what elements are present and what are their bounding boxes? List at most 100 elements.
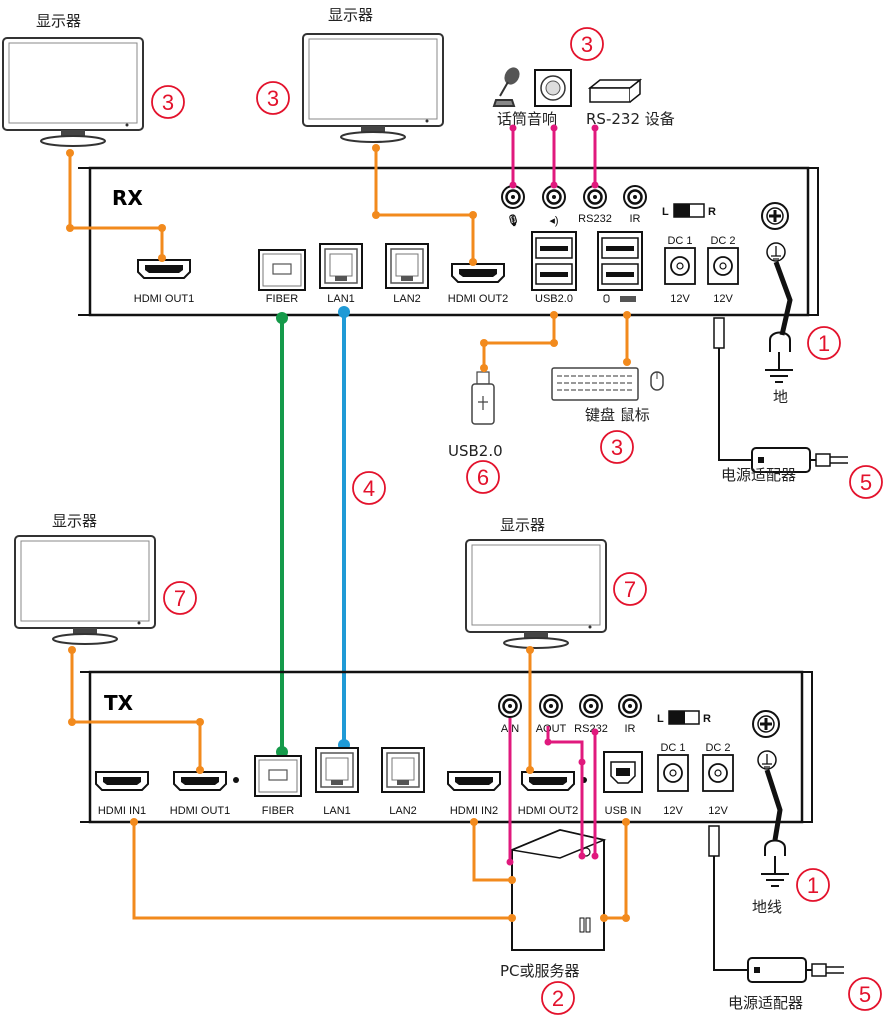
marker-rx-monitor-1: 3 xyxy=(151,85,185,119)
tx-monitor-1 xyxy=(14,535,156,645)
rx-lan1-label: LAN1 xyxy=(327,293,355,305)
rx-usb-label: USB2.0 xyxy=(535,293,573,305)
rx-dc2-volt: 12V xyxy=(713,293,733,305)
rx-lan1-port[interactable] xyxy=(319,243,363,289)
tx-lan2-port[interactable] xyxy=(381,747,425,793)
rx-fiber-label: FIBER xyxy=(266,293,298,305)
rx-usb-port[interactable] xyxy=(531,231,577,291)
tx-dc2-port[interactable] xyxy=(702,754,734,792)
marker-usb: 6 xyxy=(466,460,500,494)
tx-hdmi-in1-port[interactable] xyxy=(95,771,149,791)
marker-rx-keyboard: 3 xyxy=(600,430,634,464)
tx-chassis xyxy=(88,670,804,824)
rx-speaker-jack[interactable] xyxy=(541,184,567,210)
tx-hdmi-out2-port[interactable] xyxy=(521,771,575,791)
tx-dc1-label: DC 1 xyxy=(660,742,685,754)
usb-drive-label: USB2.0 xyxy=(448,442,503,460)
tx-rs232-label: RS232 xyxy=(574,723,608,735)
tx-usb-in-port[interactable] xyxy=(603,751,643,793)
tx-monitor-1-label: 显示器 xyxy=(52,512,97,530)
tx-ground-terminal-icon xyxy=(757,750,777,770)
rx-lan2-port[interactable] xyxy=(385,243,429,289)
marker-rx-monitor-2: 3 xyxy=(256,81,290,115)
marker-rx-adapter: 5 xyxy=(849,465,883,499)
tx-rs232-jack[interactable] xyxy=(578,693,604,719)
rx-monitor-2-label: 显示器 xyxy=(328,6,373,24)
svg-text:2: 2 xyxy=(552,986,564,1011)
rx-dc1-volt: 12V xyxy=(670,293,690,305)
rx-ir-jack[interactable] xyxy=(622,184,648,210)
rx-switch-r-label: R xyxy=(708,206,716,218)
tx-dc1-port[interactable] xyxy=(657,754,689,792)
rx-fiber-port[interactable] xyxy=(258,249,306,291)
tx-adapter-label: 电源适配器 xyxy=(728,994,803,1012)
rx-adapter-label: 电源适配器 xyxy=(721,466,796,484)
tx-ground-screw-icon xyxy=(751,709,781,739)
tx-lan2-label: LAN2 xyxy=(389,805,417,817)
tx-lan1-label: LAN1 xyxy=(323,805,351,817)
tx-ir-jack[interactable] xyxy=(617,693,643,719)
rx-dc1-label: DC 1 xyxy=(667,235,692,247)
svg-text:7: 7 xyxy=(624,577,636,602)
marker-pc: 2 xyxy=(541,981,575,1015)
tx-switch-r-label: R xyxy=(703,713,711,725)
marker-tx-monitor-2: 7 xyxy=(613,572,647,606)
marker-rx-ground: 1 xyxy=(807,326,841,360)
tx-dc1-volt: 12V xyxy=(663,805,683,817)
tx-hdmi-in1-label: HDMI IN1 xyxy=(98,805,146,817)
tx-usb-in-label: USB IN xyxy=(605,805,642,817)
rx-rs232-jack[interactable] xyxy=(582,184,608,210)
svg-text:3: 3 xyxy=(611,435,623,460)
rx-hdmi-out2-port[interactable] xyxy=(451,263,505,283)
rx-keyboard-small-icon xyxy=(620,296,636,302)
rx-hdmi-out1-label: HDMI OUT1 xyxy=(134,293,195,305)
tx-hdmi-out2-label: HDMI OUT2 xyxy=(518,805,579,817)
tx-aout-jack[interactable] xyxy=(538,693,564,719)
pc-label: PC或服务器 xyxy=(500,962,580,980)
rx-hdmi-out2-label: HDMI OUT2 xyxy=(448,293,509,305)
rx-mic-jack[interactable] xyxy=(500,184,526,210)
tx-hdmi-in2-label: HDMI IN2 xyxy=(450,805,498,817)
rx-rs232-label: RS232 xyxy=(578,213,612,225)
tx-power-adapter-icon xyxy=(747,957,845,983)
svg-text:6: 6 xyxy=(477,465,489,490)
pc-server-icon xyxy=(509,828,607,951)
keyboard-mouse-label: 键盘 鼠标 xyxy=(585,406,650,424)
rx-monitor-1 xyxy=(2,37,144,147)
rx-speaker-jack-icon: ◂) xyxy=(549,215,558,227)
rx-dc2-label: DC 2 xyxy=(710,235,735,247)
marker-tx-ground: 1 xyxy=(796,868,830,902)
mouse-icon xyxy=(650,371,664,391)
tx-title: TX xyxy=(104,691,134,715)
rx-lan2-label: LAN2 xyxy=(393,293,421,305)
tx-fiber-port[interactable] xyxy=(254,755,302,797)
tx-hdmi-in2-port[interactable] xyxy=(447,771,501,791)
rx-dc2-port[interactable] xyxy=(707,247,739,285)
tx-ain-jack[interactable] xyxy=(497,693,523,719)
svg-text:4: 4 xyxy=(363,476,375,501)
rx-dc1-port[interactable] xyxy=(664,247,696,285)
svg-text:1: 1 xyxy=(807,873,819,898)
rx-monitor-1-label: 显示器 xyxy=(36,12,81,30)
tx-lan1-port[interactable] xyxy=(315,747,359,793)
svg-text:1: 1 xyxy=(818,331,830,356)
tx-hdmi-out1-port[interactable] xyxy=(173,771,227,791)
rx-hdmi-out1-port[interactable] xyxy=(137,259,191,279)
tx-dc2-label: DC 2 xyxy=(705,742,730,754)
marker-tx-monitor-1: 7 xyxy=(163,581,197,615)
microphone-icon xyxy=(492,67,520,107)
rx-lr-switch[interactable] xyxy=(673,203,705,218)
svg-text:5: 5 xyxy=(860,470,872,495)
rx-title: RX xyxy=(112,186,143,210)
tx-ir-label: IR xyxy=(625,723,636,735)
keyboard-icon xyxy=(551,367,639,401)
tx-ground-label: 地线 xyxy=(752,898,782,916)
rx-ir-label: IR xyxy=(630,213,641,225)
mic-speaker-label: 话筒音响 xyxy=(497,110,557,128)
tx-lr-switch[interactable] xyxy=(668,710,700,725)
rx-ground-screw-icon xyxy=(760,201,790,231)
rx-kbd-mouse-port[interactable] xyxy=(597,231,643,291)
tx-monitor-2 xyxy=(465,539,607,649)
